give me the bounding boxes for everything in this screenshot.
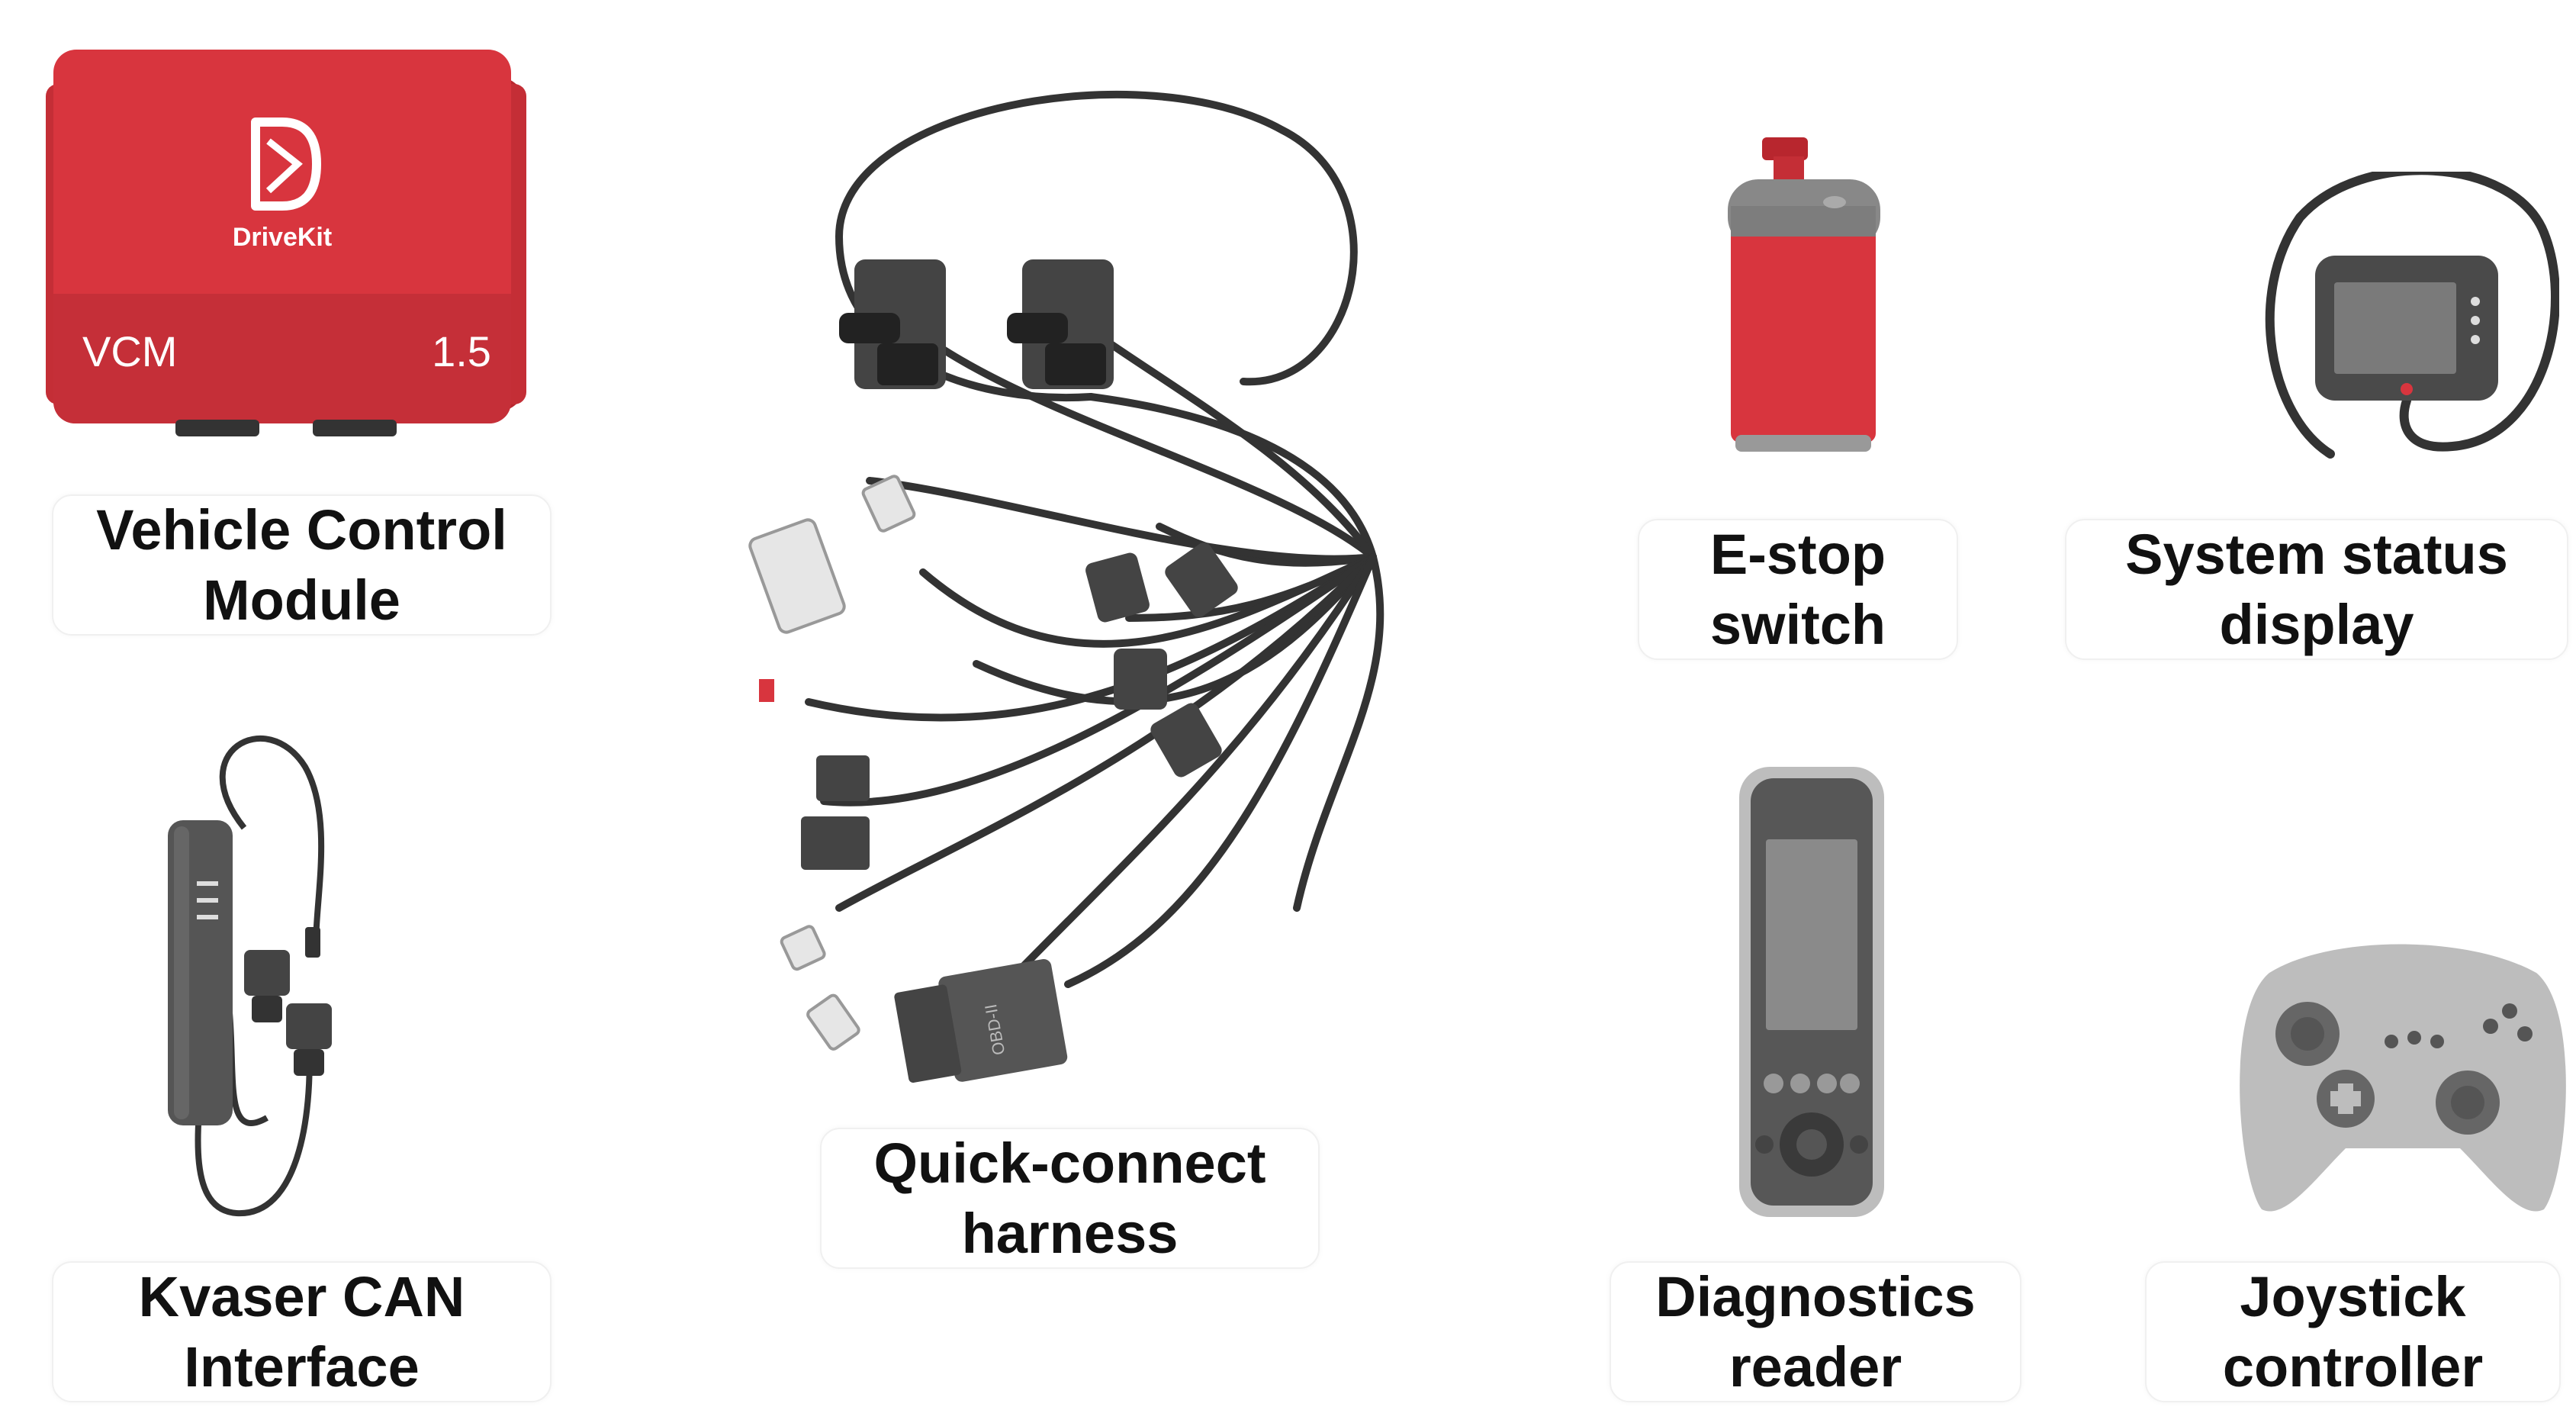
- vcm-illustration: DriveKit VCM 1.5: [46, 50, 526, 436]
- harness-label: Quick-connect harness: [820, 1128, 1320, 1269]
- kvaser-label: Kvaser CAN Interface: [52, 1261, 552, 1402]
- vcm-panel-left-text: VCM: [82, 327, 177, 375]
- status-display-label: System status display: [2065, 519, 2568, 660]
- estop-illustration: [1728, 137, 1880, 452]
- estop-label: E-stop switch: [1638, 519, 1958, 660]
- joystick-label: Joystick controller: [2145, 1261, 2561, 1402]
- vcm-label: Vehicle Control Module: [52, 494, 552, 636]
- status-display-illustration: [2265, 172, 2559, 459]
- vcm-brand-text: DriveKit: [233, 223, 332, 252]
- vcm-panel-right-text: 1.5: [432, 327, 491, 375]
- kvaser-illustration: [168, 735, 332, 1217]
- diagnostics-label: Diagnostics reader: [1610, 1261, 2021, 1402]
- diagnostics-illustration: [1739, 767, 1884, 1217]
- joystick-illustration: [2240, 944, 2566, 1212]
- harness-illustration: OBD-II: [748, 90, 1384, 1083]
